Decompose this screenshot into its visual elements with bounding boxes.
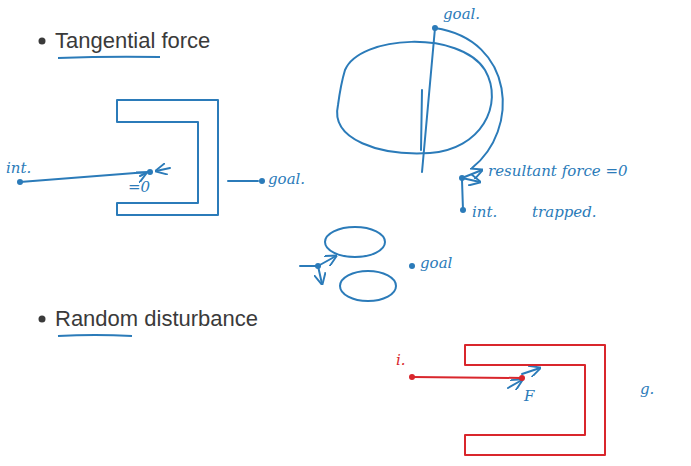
goal-point <box>409 263 415 269</box>
path-line <box>462 180 463 210</box>
point-label: int. <box>6 160 31 177</box>
force-label: F <box>524 388 534 405</box>
bullet <box>39 316 46 323</box>
underline <box>58 335 132 336</box>
point-label: goal <box>420 255 452 272</box>
path-line <box>412 377 522 378</box>
init-point <box>460 207 466 213</box>
small-obstacle <box>325 227 385 257</box>
trap-point <box>519 375 525 381</box>
u-obstacle <box>465 345 605 455</box>
goal-line <box>228 180 258 182</box>
bullet <box>39 38 46 45</box>
force-arrow <box>140 173 146 176</box>
force-arrow <box>156 168 170 171</box>
force-arrow <box>522 368 540 374</box>
u-obstacle <box>117 100 218 215</box>
force-note: resultant force =0 <box>488 163 628 180</box>
blob-obstacle <box>337 42 492 154</box>
point-label: goal. <box>443 6 480 23</box>
force-arrow <box>508 380 522 388</box>
point-label: i. <box>396 352 406 369</box>
bullet-heading: Random disturbance <box>55 306 258 331</box>
trap-point <box>315 263 321 269</box>
point-label: g. <box>640 381 654 398</box>
goal-point <box>432 25 438 31</box>
state-note: trapped. <box>532 204 597 221</box>
goal-point <box>259 178 265 184</box>
point-label: goal. <box>268 171 305 188</box>
trap-point <box>147 169 153 175</box>
force-arrow <box>318 256 336 266</box>
underline <box>58 57 160 58</box>
tangential-path <box>435 28 503 168</box>
init-point <box>17 179 23 185</box>
goal-line <box>422 28 435 172</box>
force-note: =0 <box>128 179 150 196</box>
force-line <box>421 90 422 150</box>
point-label: int. <box>472 204 497 221</box>
trap-point <box>459 175 465 181</box>
init-point <box>409 374 415 380</box>
small-obstacle <box>340 271 396 301</box>
bullet-heading: Tangential force <box>55 28 210 53</box>
force-arrow <box>462 170 482 178</box>
